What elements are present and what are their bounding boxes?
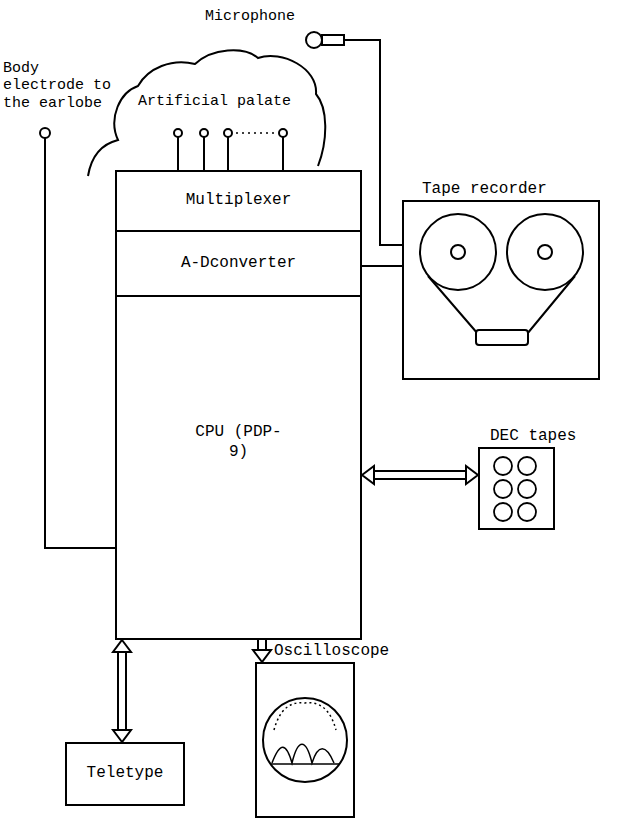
microphone-label: Microphone: [205, 8, 295, 25]
palate-outline: [88, 50, 325, 176]
cpu-box: CPU (PDP-9): [115, 295, 362, 640]
palate-electrodes: [174, 129, 287, 170]
tape-recorder-reels: [420, 214, 583, 345]
oscilloscope-box: Oscilloscope: [255, 662, 355, 818]
connector-outline: [117, 651, 127, 731]
multiplexer-box: Multiplexer: [115, 170, 362, 232]
node-heading: Oscilloscope: [274, 642, 389, 661]
node-label: A-Dconverter: [181, 254, 296, 273]
oscilloscope-screen: [263, 698, 347, 782]
body-electrode: [40, 128, 115, 548]
connector-line: [362, 265, 402, 267]
arrow-head: [466, 466, 478, 484]
connector: [362, 466, 478, 484]
teletype-box: Teletype: [65, 742, 185, 806]
arrow-head: [113, 640, 131, 652]
connector-fill: [119, 651, 125, 731]
node-heading: DEC tapes: [490, 427, 576, 446]
converter-box: A-Dconverter: [115, 230, 362, 297]
node-label: CPU (PDP-9): [191, 423, 287, 461]
connector: [113, 640, 131, 742]
electrode-label: Body electrode to the earlobe: [3, 60, 118, 112]
arrow-head: [253, 650, 271, 662]
node-heading: Tape recorder: [422, 180, 547, 199]
tape-recorder-box: Tape recorder: [402, 200, 600, 380]
node-label: Teletype: [87, 764, 164, 783]
microphone-icon: [306, 32, 402, 245]
arrow-head: [362, 466, 374, 484]
arrow-head: [113, 730, 131, 742]
connector: [362, 266, 402, 267]
microphone-wire: [344, 40, 402, 245]
connector-fill: [373, 472, 467, 478]
palate-label: Artificial palate: [138, 93, 291, 110]
connector-outline: [373, 470, 467, 480]
dec-tape-reels: [494, 457, 536, 521]
connector: [253, 640, 271, 662]
dec-tapes-box: DEC tapes: [478, 447, 555, 530]
node-label: Multiplexer: [186, 191, 292, 210]
